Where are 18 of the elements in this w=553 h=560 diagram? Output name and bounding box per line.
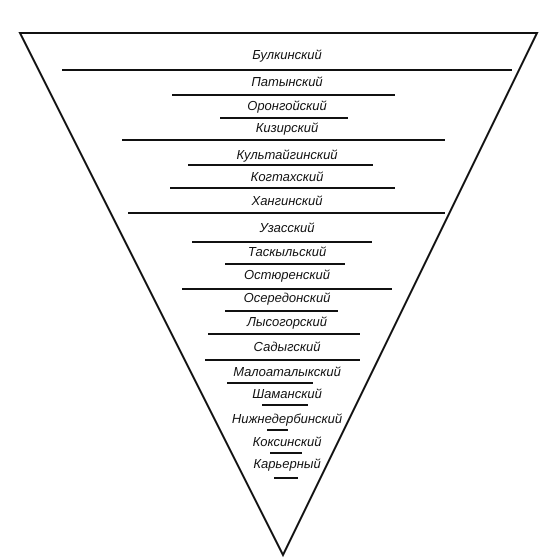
- layer-label: Карьерный: [253, 457, 321, 471]
- layer-label: Кизирский: [256, 121, 318, 135]
- layer-label: Хангинский: [252, 194, 322, 208]
- layer-label: Узасский: [260, 221, 314, 235]
- layer-label: Булкинский: [252, 48, 322, 62]
- layer-label: Оронгойский: [247, 99, 327, 113]
- layer-label: Садыгский: [254, 340, 320, 354]
- layer-label: Коксинский: [252, 435, 322, 449]
- layer-label: Малоаталыкский: [233, 365, 341, 379]
- layer-label: Патынский: [251, 75, 323, 89]
- layer-label: Культайгинский: [236, 148, 338, 162]
- layer-label: Остюренский: [244, 268, 330, 282]
- layer-label: Лысогорский: [246, 315, 328, 329]
- layer-label: Когтахский: [250, 170, 324, 184]
- layer-label: Таскыльский: [248, 245, 326, 259]
- layer-label: Нижнедербинский: [232, 412, 342, 426]
- layer-label: Осередонский: [244, 291, 330, 305]
- layer-label: Шаманский: [252, 387, 322, 401]
